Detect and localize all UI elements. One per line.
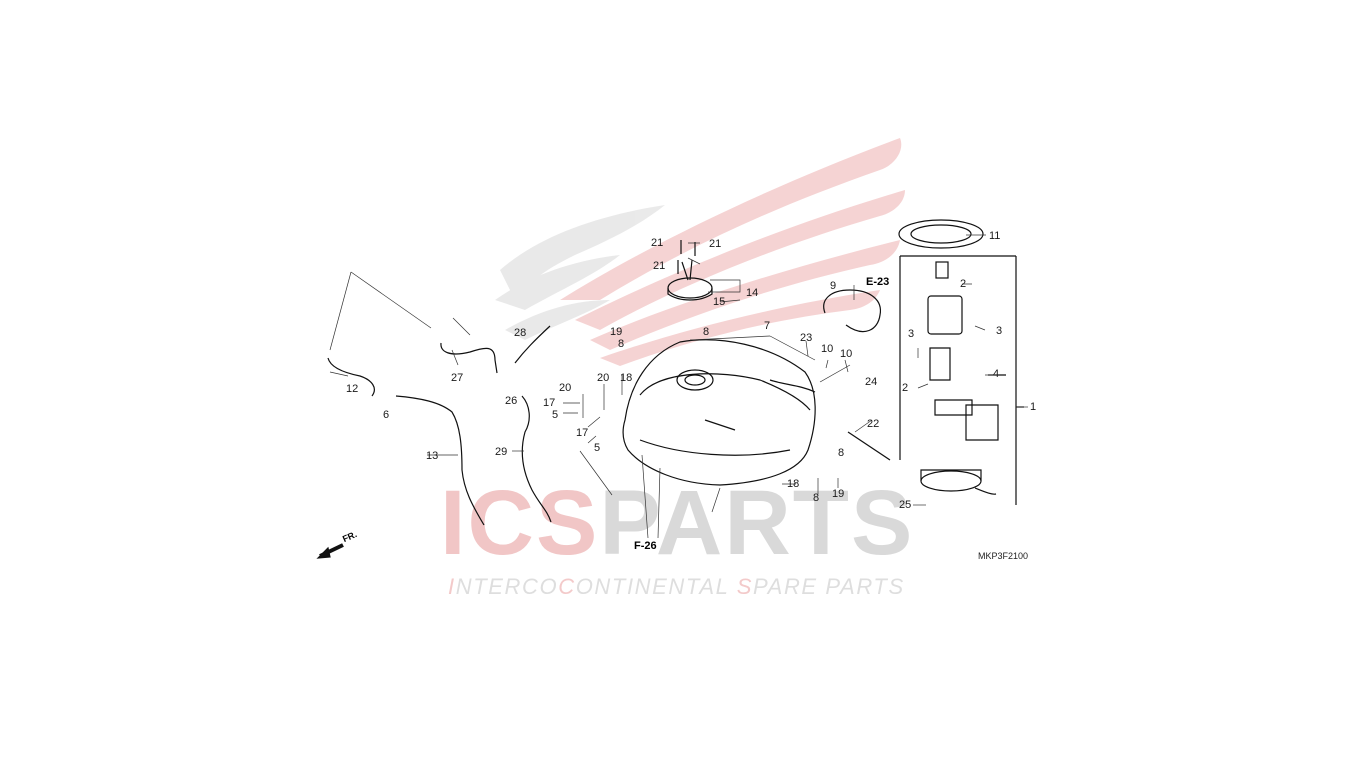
callout-21: 21 [709,238,722,250]
callout-20: 20 [597,372,610,384]
callout-6: 6 [383,409,390,421]
callout-21: 21 [653,260,666,272]
brand-parts-text: PARTS [599,472,915,574]
callout-11: 11 [989,230,1001,242]
tagline-part: PARE PARTS [753,574,905,599]
hose-13 [395,395,485,526]
pump-gasket [898,219,984,249]
callout-17: 17 [576,427,589,439]
callout-8: 8 [813,492,820,504]
watermark-tagline: INTERCOCONTINENTAL SPARE PARTS [448,574,938,600]
hose-29 [521,395,552,523]
callout-28: 28 [514,327,527,339]
callout-8: 8 [618,338,625,350]
tagline-part: ONTINENTAL [575,574,737,599]
diagram-code: MKP3F2100 [978,551,1029,561]
callout-18: 18 [787,478,800,490]
ref-f26: F-26 [634,540,657,552]
hose-9 [823,289,881,333]
hose-28 [514,325,551,364]
callout-8: 8 [703,326,710,338]
ref-e23: E-23 [866,276,890,288]
callout-3: 3 [908,328,915,340]
callout-18: 18 [620,372,633,384]
callout-10: 10 [821,343,834,355]
callout-29: 29 [495,446,508,458]
callout-2: 2 [902,382,909,394]
callout-27: 27 [451,372,464,384]
callout-23: 23 [800,332,813,344]
callout-3: 3 [996,325,1003,337]
tagline-part: C [558,574,576,599]
fuel-pump [927,295,963,335]
hose-12 [327,357,375,397]
callout-9: 9 [830,280,837,292]
brand-ics-text: ICS [440,472,600,574]
callout-17: 17 [543,397,556,409]
fuel-cap [667,277,713,299]
callout-12: 12 [346,383,359,395]
callout-7: 7 [764,320,771,332]
callout-1: 1 [1030,401,1037,413]
callout-5: 5 [552,409,559,421]
callout-25: 25 [899,499,912,511]
callout-19: 19 [610,326,623,338]
callout-19: 19 [832,488,845,500]
callout-15: 15 [713,296,726,308]
callout-14: 14 [746,287,759,299]
callout-13: 13 [426,450,439,462]
callout-10: 10 [840,348,853,360]
tagline-part: NTERCO [455,574,559,599]
callout-26: 26 [505,395,518,407]
pump-base [920,470,982,492]
callout-8: 8 [838,447,845,459]
tagline-part: S [736,574,754,599]
callout-21: 21 [651,237,664,249]
callout-20: 20 [559,382,572,394]
callout-4: 4 [993,368,1000,380]
callout-24: 24 [865,376,878,388]
hose-27 [440,342,498,374]
callout-5: 5 [594,442,601,454]
watermark-brand: ICSPARTS [440,477,950,569]
callout-22: 22 [867,418,880,430]
fuel-tank [622,339,816,486]
callout-2: 2 [960,278,967,290]
tagline-part: I [448,574,456,599]
